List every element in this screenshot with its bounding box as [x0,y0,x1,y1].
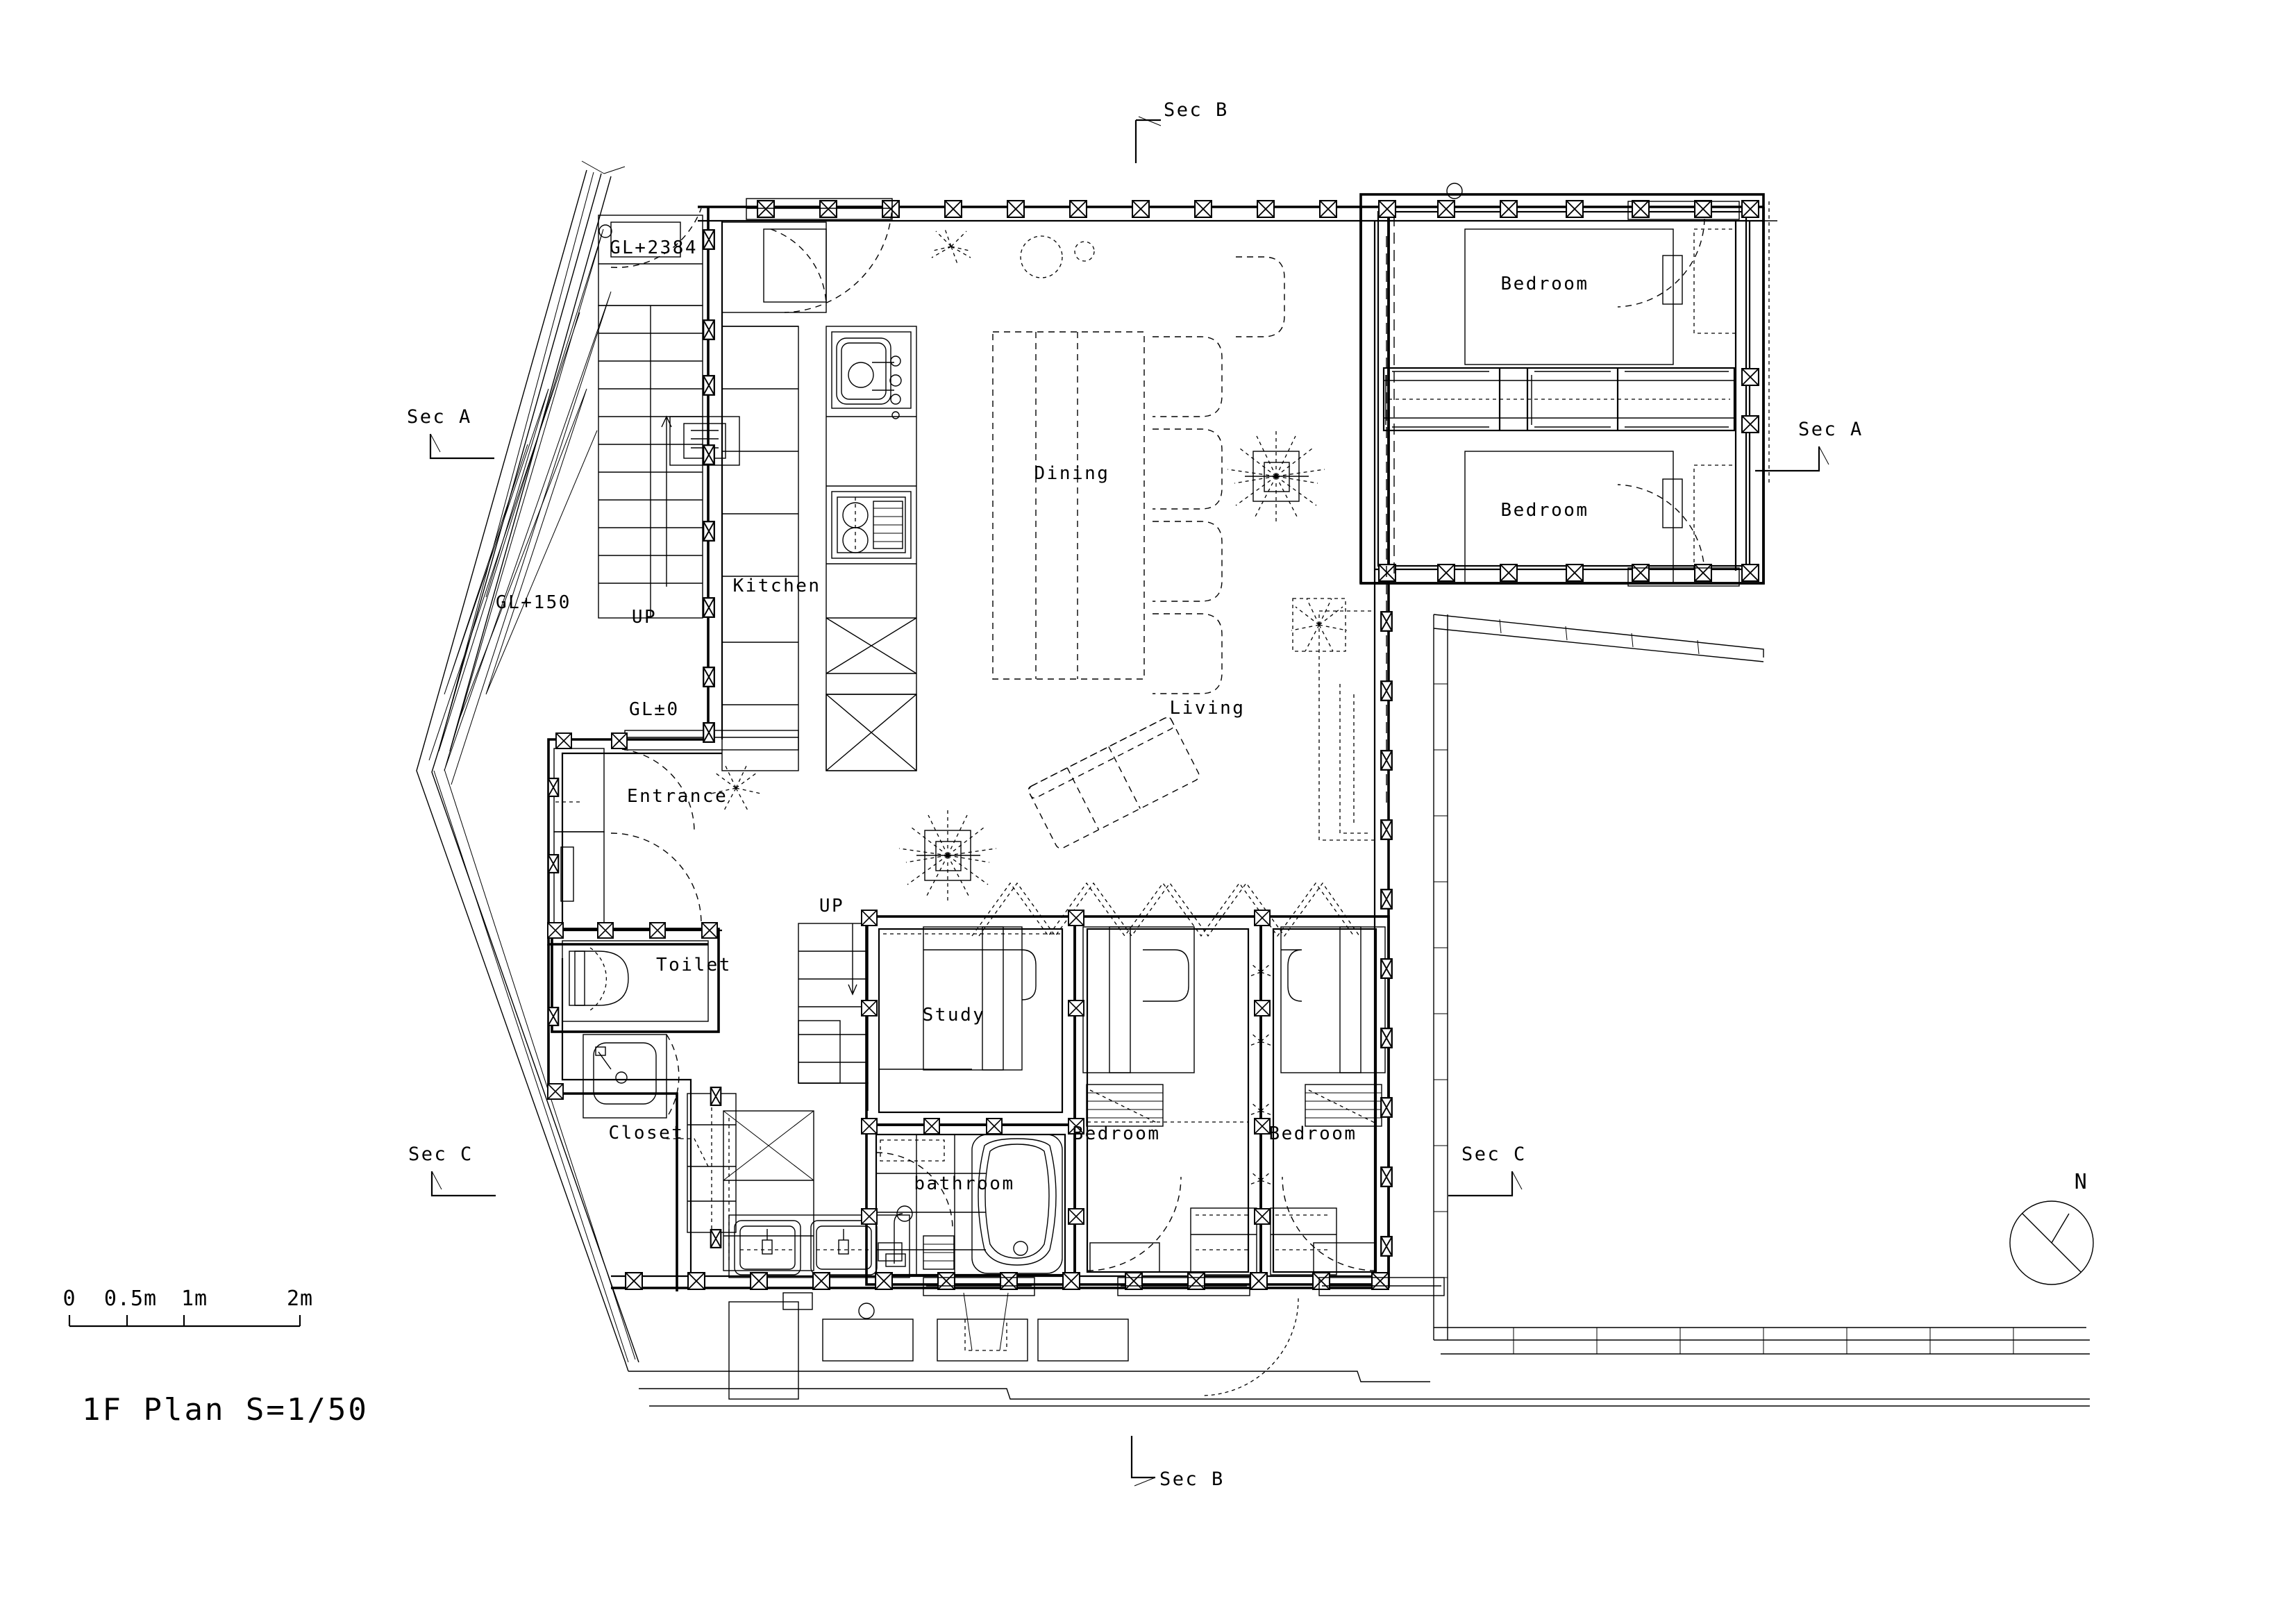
closet-area [687,1087,737,1248]
toilet-room [547,922,720,1033]
level-marker-gl-0: GL±0 [629,699,680,720]
bedroom-se-room [1259,915,1390,1286]
bed-ne-lower [1464,451,1683,584]
room-label-bathroom: bathroom [914,1173,1014,1194]
stair-up-label-kitchen: UP [632,607,657,628]
planter-tree-dining [1227,430,1325,522]
room-label-bedroom-ne-upper: Bedroom [1500,274,1589,294]
dining-furniture [931,226,1285,694]
section-marker-label-sec-c-left: Sec C [408,1144,474,1165]
ne-wing [1359,183,1765,587]
room-label-dining: Dining [1034,463,1110,484]
room-label-closet: Closet [609,1123,685,1144]
kitchen-sink [836,337,902,419]
stair-study [798,923,869,1111]
north-label: N [2075,1170,2089,1194]
page-title: 1F Plan S=1/50 [82,1392,369,1428]
scale-tick-0: 0 [62,1287,76,1311]
room-label-toilet: Toilet [656,955,732,976]
section-marker-label-sec-b-top: Sec B [1164,99,1229,121]
washbasin [583,1034,680,1119]
planter-tree-living [898,810,997,901]
living-furniture [710,236,1387,937]
section-marker-label-sec-a-left: Sec A [407,406,472,428]
section-marker-label-sec-c-right: Sec C [1461,1144,1527,1165]
room-label-kitchen: Kitchen [732,576,821,596]
north-arrow [2009,1200,2094,1285]
room-label-bedroom-sw: Bedroom [1072,1123,1160,1144]
room-label-bedroom-se: Bedroom [1268,1123,1357,1144]
shared-closet [1382,367,1736,432]
bed-ne-upper [1464,228,1683,365]
text-labels: Sec A Sec A Sec B Sec B Sec C Sec C GL+2… [62,99,2089,1490]
stair-nw [598,208,740,619]
room-label-entrance: Entrance [627,786,728,807]
bathtub [971,1134,1063,1274]
entrance-area [547,730,814,1271]
section-marker-label-sec-a-right: Sec A [1798,419,1863,440]
level-marker-gl-2384: GL+2384 [610,237,698,258]
level-marker-gl-150: GL+150 [496,592,571,613]
room-label-living: Living [1170,698,1246,719]
scale-tick-0-5m: 0.5m [104,1287,157,1311]
south-rooms [728,915,1390,1286]
twin-sinks [728,1214,910,1278]
openings [746,198,1445,1296]
dining-chairs [1153,256,1285,694]
pendant-lights [931,226,1095,278]
exterior-paving [628,1292,2090,1407]
room-label-study: Study [923,1005,986,1026]
scale-tick-2m: 2m [287,1287,313,1311]
stair-up-label-study: UP [819,896,844,916]
bedroom-sw-room [1073,915,1262,1286]
scale-bar [68,1315,301,1328]
bathroom-room [865,1123,1076,1286]
site-boundary [416,160,639,1372]
label-leaders [555,801,709,1167]
cooktop [831,491,912,559]
courtyard-wall [1433,201,2090,1355]
sofa [1028,717,1200,849]
scale-tick-1m: 1m [181,1287,208,1311]
section-marker-label-sec-b-bottom: Sec B [1159,1468,1225,1490]
kitchen-area [721,221,917,771]
section-marker-lines [429,116,1829,1487]
room-label-bedroom-ne-lower: Bedroom [1500,500,1589,521]
roof-zigzag [971,882,1360,937]
